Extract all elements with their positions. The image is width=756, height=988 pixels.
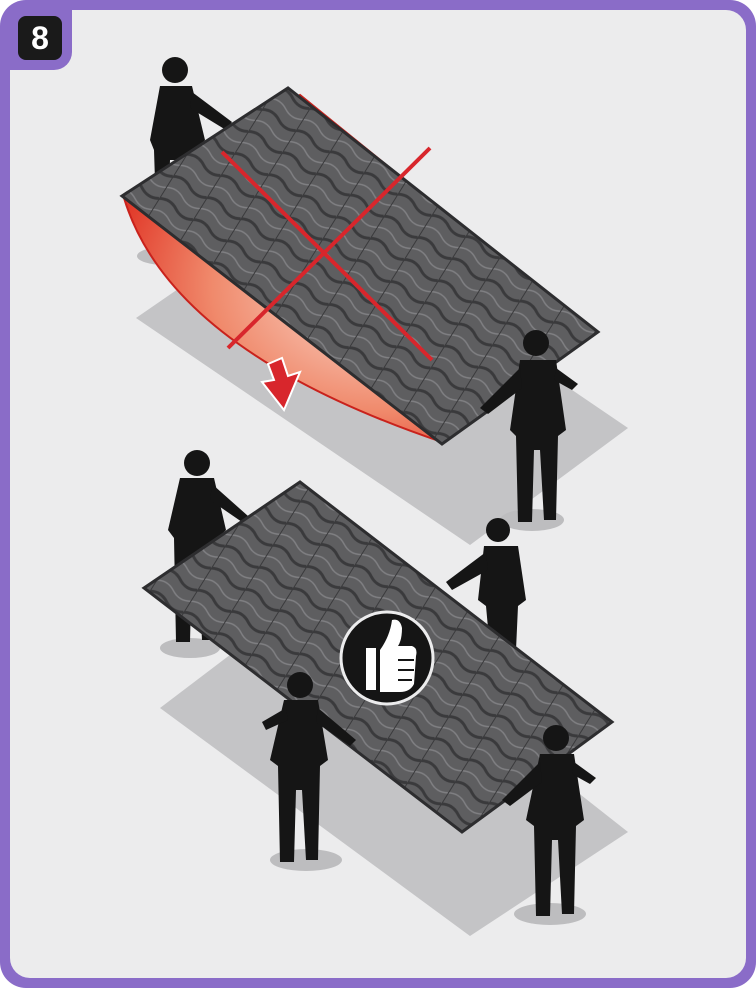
step-badge: 8 (10, 10, 72, 70)
thumbs-up-icon (341, 612, 433, 704)
step-number: 8 (18, 16, 62, 60)
